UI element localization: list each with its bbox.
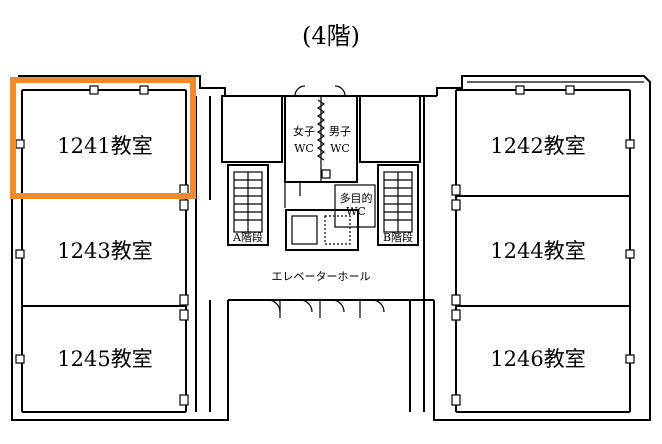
mens-wc-label-2: WC [330,142,350,155]
left-corridor [195,96,211,412]
central-core [221,85,421,251]
stairs-a [227,164,269,246]
floor-title: (4階) [302,22,360,50]
stairs-b [377,164,419,246]
room-1245-label: 1245教室 [57,347,152,371]
womens-wc-label-2: WC [294,142,314,155]
elevator-hall-doors [262,299,400,318]
room-1241-label: 1241教室 [57,134,152,158]
room-1242-label: 1242教室 [490,134,585,158]
room-1246-label: 1246教室 [490,347,585,371]
multi-wc-label-2: WC [346,205,366,218]
elevator-hall-label: エレベーターホール [272,270,371,283]
womens-wc-label-1: 女子 [293,124,315,138]
stairs-b-label: B階段 [383,230,413,244]
room-1244-label: 1244教室 [490,239,585,263]
multi-wc-label-1: 多目的 [340,191,373,205]
right-wing-walls [409,85,635,413]
highlight-room-1241 [10,77,196,199]
stairs-a-label: A階段 [232,230,263,244]
mens-wc-label-1: 男子 [329,125,351,138]
room-1243-label: 1243教室 [57,239,152,263]
